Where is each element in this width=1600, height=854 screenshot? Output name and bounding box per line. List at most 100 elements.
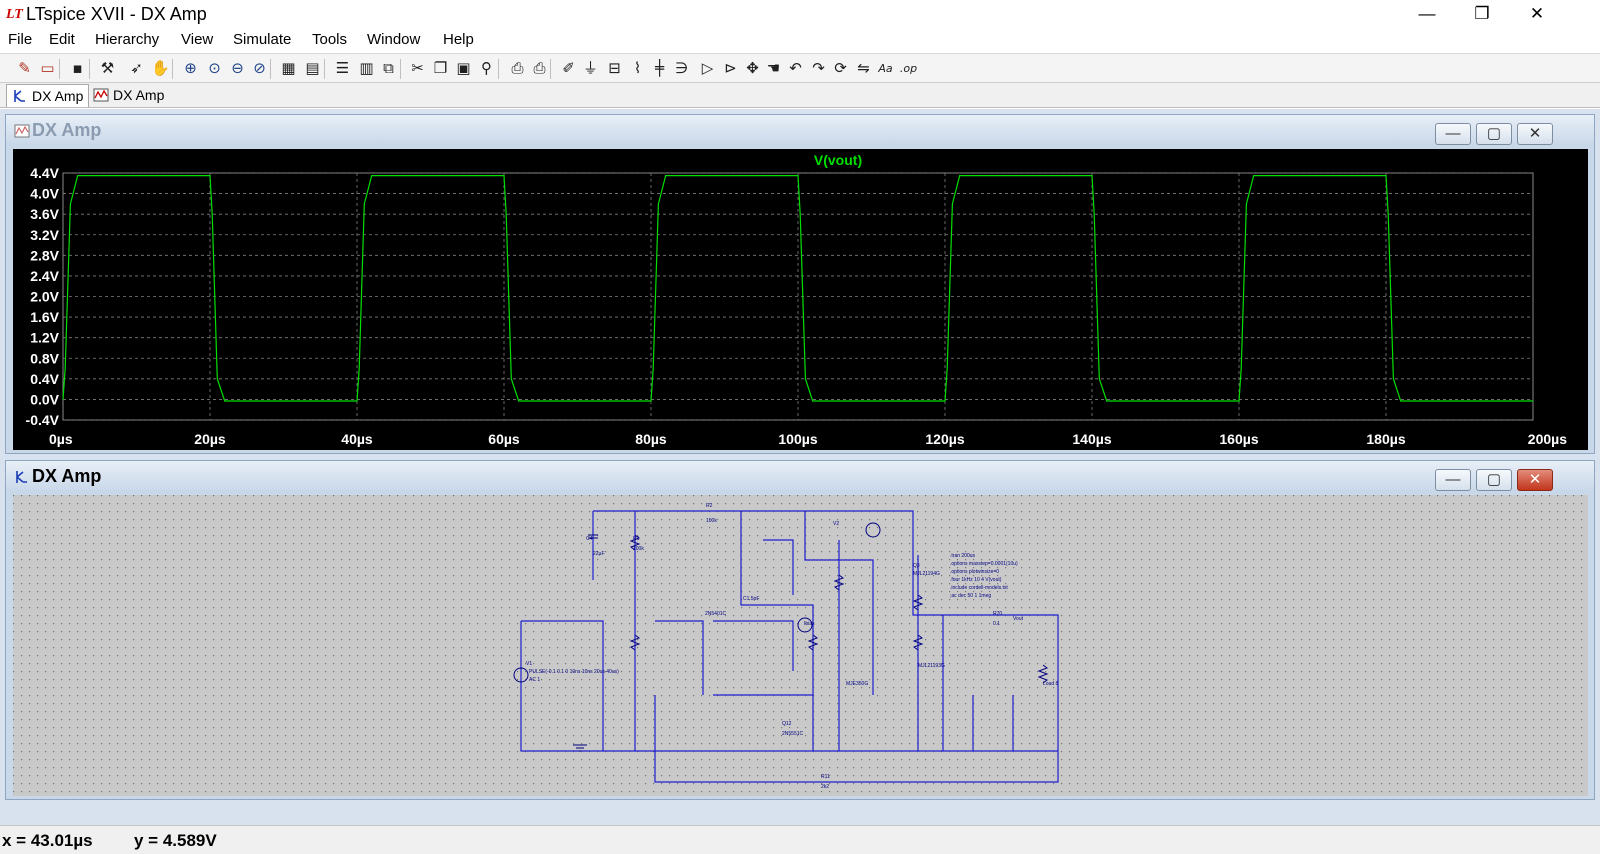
x-tick-label: 140µs <box>1072 431 1111 447</box>
waveform-chart[interactable]: 4.4V4.0V3.6V3.2V2.8V2.4V2.0V1.6V1.2V0.8V… <box>13 149 1588 450</box>
copy-icon[interactable]: ❐ <box>433 59 448 77</box>
y-tick-label: 1.2V <box>30 330 59 346</box>
y-tick-label: 4.4V <box>30 165 59 181</box>
schematic-components <box>513 522 1049 752</box>
svg-text:MJL21193G: MJL21193G <box>918 663 945 669</box>
x-tick-label: 100µs <box>778 431 817 447</box>
menu-edit[interactable]: Edit <box>49 31 75 48</box>
save-icon[interactable]: ▪ <box>72 59 83 77</box>
net-label-vout: Vout <box>1013 616 1024 622</box>
waveform-icon <box>14 124 30 138</box>
y-tick-label: 3.6V <box>30 206 59 222</box>
mirror-icon[interactable]: ⇋ <box>857 59 870 77</box>
minimize-button[interactable]: — <box>1418 4 1436 23</box>
text-icon[interactable]: Aa <box>878 62 893 75</box>
waveform-icon <box>93 88 109 102</box>
svg-text:2N5551C: 2N5551C <box>782 731 804 737</box>
tab-label: DX Amp <box>113 87 165 103</box>
halt-icon[interactable]: ✋ <box>151 59 170 77</box>
maximize-button[interactable]: ❐ <box>1474 4 1490 23</box>
zoom-pan-icon[interactable]: ⊙ <box>208 59 221 77</box>
svg-text:0.1: 0.1 <box>993 621 1000 627</box>
ground-icon[interactable]: ⏚ <box>582 59 598 77</box>
undo-icon[interactable]: ↶ <box>789 59 802 77</box>
resistor-icon[interactable]: ⌇ <box>633 59 642 77</box>
app-title: LTspice XVII - DX Amp <box>26 4 207 24</box>
cascade-icon[interactable]: ⧉ <box>383 59 394 77</box>
zoom-in-icon[interactable]: ⊕ <box>184 59 197 77</box>
redo-icon[interactable]: ↷ <box>812 59 825 77</box>
print-icon[interactable]: ⎙ <box>533 59 546 77</box>
directive-line: ;ac dec 50 1 1meg <box>950 593 991 599</box>
directive-line: .tran 200us <box>950 553 976 559</box>
component-icon[interactable]: ⊳ <box>724 59 737 77</box>
menu-tools[interactable]: Tools <box>312 31 348 48</box>
trace-title: V(vout) <box>814 152 862 168</box>
y-tick-label: 4.0V <box>30 186 59 202</box>
plot-settings-icon[interactable]: ▤ <box>305 59 320 77</box>
zoom-fit-icon[interactable]: ⊘ <box>253 59 266 77</box>
toolbar-separator <box>59 59 60 79</box>
svg-text:R70: R70 <box>993 611 1002 617</box>
print-setup-icon[interactable]: ⎙ <box>511 59 524 77</box>
svg-text:Ibias: Ibias <box>804 621 815 627</box>
autorange-icon[interactable]: ▦ <box>281 59 296 77</box>
waveform-close-button[interactable]: ✕ <box>1517 123 1553 145</box>
control-panel-icon[interactable]: ⚒ <box>100 59 115 77</box>
spice-directives: .tran 200us .options maxstep=0.0001(10u)… <box>529 553 1059 687</box>
y-tick-label: 0.4V <box>30 371 59 387</box>
zoom-out-icon[interactable]: ⊖ <box>231 59 244 77</box>
spice-directive-icon[interactable]: .op <box>899 62 918 75</box>
directive-line: .four 1kHz 10 4 V(vout) <box>950 577 1002 583</box>
x-tick-label: 20µs <box>194 431 226 447</box>
schematic-window: DX Amp — ▢ ✕ <box>5 460 1595 800</box>
y-tick-label: 2.4V <box>30 268 59 284</box>
schematic-close-button[interactable]: ✕ <box>1517 469 1553 491</box>
svg-text:Q3: Q3 <box>913 563 920 569</box>
move-icon[interactable]: ✥ <box>746 59 759 77</box>
waveform-maximize-button[interactable]: ▢ <box>1476 123 1512 145</box>
tab-waveform[interactable]: DX Amp <box>88 84 169 107</box>
x-tick-label: 40µs <box>341 431 373 447</box>
label-net-icon[interactable]: ⊟ <box>608 59 621 77</box>
schematic-maximize-button[interactable]: ▢ <box>1476 469 1512 491</box>
diode-icon[interactable]: ▷ <box>701 59 714 77</box>
tile-horizontal-icon[interactable]: ☰ <box>335 59 350 77</box>
svg-text:V2: V2 <box>833 521 839 527</box>
paste-icon[interactable]: ▣ <box>456 59 471 77</box>
menu-view[interactable]: View <box>181 31 214 48</box>
rotate-icon[interactable]: ⟳ <box>834 59 847 77</box>
svg-text:100k: 100k <box>633 546 644 552</box>
find-icon[interactable]: ⚲ <box>481 59 492 77</box>
schematic-minimize-button[interactable]: — <box>1435 469 1471 491</box>
open-icon[interactable]: ▭ <box>40 59 55 77</box>
new-schematic-icon[interactable]: ✎ <box>18 59 31 77</box>
menu-simulate[interactable]: Simulate <box>233 31 292 48</box>
waveform-minimize-button[interactable]: — <box>1435 123 1471 145</box>
drag-icon[interactable]: ☚ <box>766 59 781 77</box>
draw-wire-icon[interactable]: ✐ <box>562 59 575 77</box>
svg-text:2k2: 2k2 <box>821 784 829 790</box>
tile-vertical-icon[interactable]: ▥ <box>359 59 374 77</box>
menu-help[interactable]: Help <box>443 31 474 48</box>
cut-icon[interactable]: ✂ <box>411 59 424 77</box>
x-tick-label: 80µs <box>635 431 667 447</box>
close-button[interactable]: ✕ <box>1529 4 1545 23</box>
menu-window[interactable]: Window <box>367 31 421 48</box>
tab-schematic[interactable]: DX Amp <box>6 84 90 107</box>
run-icon[interactable]: ➶ <box>130 59 143 77</box>
menu-file[interactable]: File <box>8 31 33 48</box>
menu-hierarchy[interactable]: Hierarchy <box>95 31 160 48</box>
svg-text:R2: R2 <box>706 503 713 509</box>
y-tick-label: -0.4V <box>26 412 60 428</box>
cursor-x-readout: x = 43.01µs <box>2 831 93 850</box>
capacitor-icon[interactable]: ╪ <box>654 59 665 77</box>
directive-line: .options maxstep=0.0001(10u) <box>950 561 1018 567</box>
y-tick-label: 0.0V <box>30 391 59 407</box>
inductor-icon[interactable]: ∋ <box>674 59 689 77</box>
toolbar-separator <box>498 59 499 79</box>
